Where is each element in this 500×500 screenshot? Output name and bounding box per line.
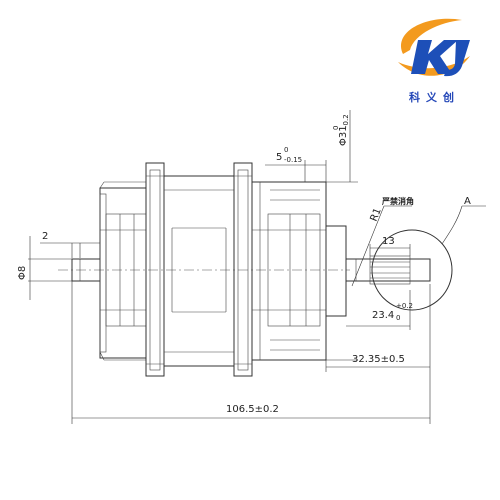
dimension-23-4: 23.4 +0.2 0 bbox=[346, 290, 413, 330]
svg-text:2: 2 bbox=[42, 231, 48, 242]
logo-orange-swoosh bbox=[401, 18, 462, 54]
svg-text:0: 0 bbox=[396, 314, 400, 322]
spline-detail bbox=[369, 229, 453, 311]
shaft-right bbox=[325, 225, 431, 317]
company-logo: 科义创 bbox=[398, 18, 470, 104]
dimension-5: 5 0 -0.15 bbox=[265, 146, 327, 182]
commutator bbox=[251, 181, 327, 361]
svg-text:0: 0 bbox=[332, 126, 340, 130]
svg-text:-0.15: -0.15 bbox=[284, 156, 302, 164]
rotor-core bbox=[163, 175, 235, 367]
svg-text:106.5±0.2: 106.5±0.2 bbox=[226, 404, 279, 415]
left-end-housing bbox=[99, 181, 147, 361]
left-flange bbox=[145, 162, 165, 377]
svg-text:A: A bbox=[464, 196, 471, 207]
svg-text:-0.2: -0.2 bbox=[342, 114, 350, 128]
logo-blue-j bbox=[444, 40, 470, 77]
logo-blue-k bbox=[411, 40, 458, 74]
svg-text:23.4: 23.4 bbox=[372, 310, 394, 321]
svg-text:R1: R1 bbox=[369, 207, 384, 223]
dimension-32-35: 32.35±0.5 bbox=[325, 284, 431, 372]
dimension-106-5: 106.5±0.2 bbox=[71, 281, 431, 424]
svg-text:13: 13 bbox=[382, 236, 395, 247]
dimension-2: 2 bbox=[40, 231, 100, 258]
svg-text:32.35±0.5: 32.35±0.5 bbox=[352, 354, 405, 365]
right-flange bbox=[233, 162, 253, 377]
dimension-13: 13 bbox=[369, 236, 411, 256]
svg-text:+0.2: +0.2 bbox=[396, 302, 413, 310]
svg-text:严禁消角: 严禁消角 bbox=[381, 196, 414, 206]
dimension-phi31: Φ31 0 -0.2 bbox=[326, 110, 358, 361]
dimension-phi8: Φ8 bbox=[17, 236, 72, 300]
detail-label-a: A bbox=[441, 196, 486, 245]
company-name: 科义创 bbox=[409, 90, 460, 104]
svg-text:Φ31: Φ31 bbox=[338, 125, 349, 146]
svg-text:5: 5 bbox=[276, 152, 282, 163]
svg-text:0: 0 bbox=[284, 146, 288, 154]
svg-text:Φ8: Φ8 bbox=[17, 266, 28, 280]
dimension-r1: R1 严禁消角 bbox=[351, 196, 414, 287]
